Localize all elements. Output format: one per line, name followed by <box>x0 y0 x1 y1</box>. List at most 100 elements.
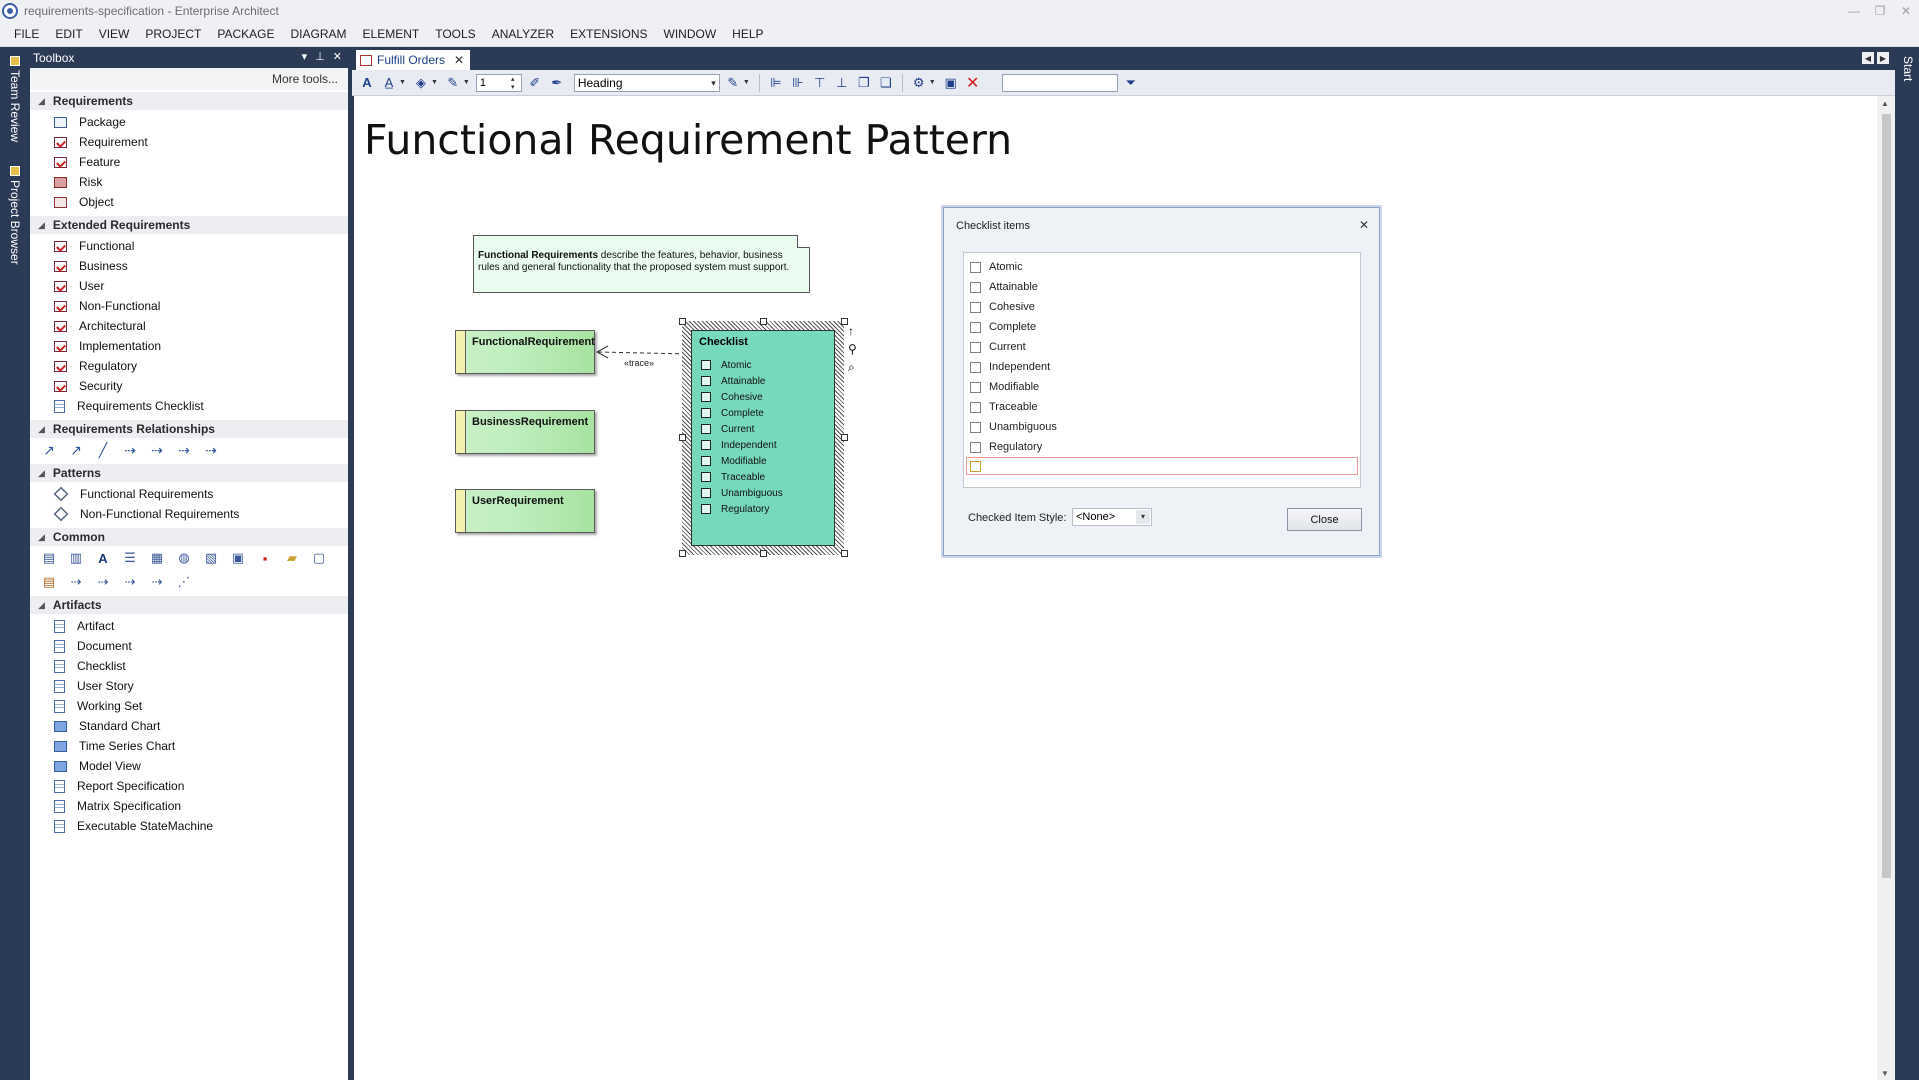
dialog-checklist-item[interactable]: Modifiable <box>964 377 1360 397</box>
section-requirements[interactable]: ◢Requirements <box>30 92 348 110</box>
menu-diagram[interactable]: DIAGRAM <box>290 27 347 41</box>
tool-standard-chart[interactable]: Standard Chart <box>30 716 348 736</box>
checklist-item[interactable]: Modifiable <box>701 453 783 469</box>
send-to-back-icon[interactable]: ❏ <box>879 74 892 90</box>
association-icon[interactable]: ╱ <box>98 441 108 458</box>
chevron-down-icon[interactable]: ▼ <box>462 79 470 86</box>
resize-handle[interactable] <box>841 434 848 441</box>
resize-handle[interactable] <box>841 318 848 325</box>
checklist-item[interactable]: Unambiguous <box>701 485 783 501</box>
filter-icon[interactable]: ⏷ <box>1125 74 1136 90</box>
tool-matrix-specification[interactable]: Matrix Specification <box>30 796 348 816</box>
realization-icon[interactable]: ↗ <box>70 441 82 458</box>
menu-tools[interactable]: TOOLS <box>435 27 476 41</box>
menu-window[interactable]: WINDOW <box>663 27 717 41</box>
tool-functional[interactable]: Functional <box>30 236 348 256</box>
bring-to-front-icon[interactable]: ❐ <box>857 74 870 90</box>
maximize-button[interactable]: ❐ <box>1874 4 1886 18</box>
resize-handle[interactable] <box>760 550 767 557</box>
tool-non-functional-requirements-pattern[interactable]: Non-Functional Requirements <box>30 504 348 524</box>
menu-extensions[interactable]: EXTENSIONS <box>570 27 648 41</box>
dialog-checklist-item[interactable]: Current <box>964 337 1360 357</box>
scrollbar-thumb[interactable] <box>1882 114 1891 878</box>
checkbox[interactable] <box>970 381 981 393</box>
tool-document[interactable]: Document <box>30 636 348 656</box>
dialog-checklist-item[interactable]: Complete <box>964 317 1360 337</box>
tool-requirement[interactable]: Requirement <box>30 132 348 152</box>
tool-requirements-checklist[interactable]: Requirements Checklist <box>30 396 348 416</box>
scroll-tabs-right-icon[interactable]: ▶ <box>1877 52 1889 64</box>
menu-view[interactable]: VIEW <box>98 27 130 41</box>
tool-implementation[interactable]: Implementation <box>30 336 348 356</box>
tab-fulfill-orders[interactable]: Fulfill Orders ✕ <box>356 50 470 70</box>
tool-regulatory[interactable]: Regulatory <box>30 356 348 376</box>
checkbox[interactable] <box>970 441 981 453</box>
checklist-item[interactable]: Atomic <box>701 357 783 373</box>
scroll-tabs-left-icon[interactable]: ◀ <box>1862 52 1874 64</box>
checkbox[interactable] <box>970 460 981 472</box>
checklist-element[interactable]: Checklist Atomic Attainable Cohesive Com… <box>691 330 835 546</box>
refine-icon[interactable]: ⇢ <box>178 441 190 458</box>
dialog-checklist-item[interactable]: Independent <box>964 357 1360 377</box>
image-icon[interactable]: ▣ <box>231 550 245 565</box>
tool-user[interactable]: User <box>30 276 348 296</box>
apply-style-icon[interactable]: ✐ <box>529 74 541 90</box>
toolbox-close-icon[interactable]: ✕ <box>332 51 342 63</box>
tool-working-set[interactable]: Working Set <box>30 696 348 716</box>
checklist-item[interactable]: Cohesive <box>701 389 783 405</box>
filter-search-input[interactable] <box>1001 73 1118 92</box>
tool-security[interactable]: Security <box>30 376 348 396</box>
minimize-button[interactable]: — <box>1848 4 1860 18</box>
dialog-close-icon[interactable]: ✕ <box>1358 218 1369 232</box>
tool-non-functional[interactable]: Non-Functional <box>30 296 348 316</box>
note-link-icon[interactable]: ⋰ <box>177 574 191 589</box>
trace-icon[interactable]: ⇢ <box>151 441 163 458</box>
style-select[interactable]: Heading <box>573 73 720 92</box>
menu-package[interactable]: PACKAGE <box>217 27 275 41</box>
menu-project[interactable]: PROJECT <box>145 27 202 41</box>
tool-package[interactable]: Package <box>30 112 348 132</box>
document-icon[interactable]: ▥ <box>69 550 83 565</box>
chevron-down-icon[interactable]: ▼ <box>928 79 936 86</box>
trace-connector[interactable] <box>354 96 954 396</box>
tool-user-story[interactable]: User Story <box>30 676 348 696</box>
project-browser-tab[interactable]: Project Browser <box>8 166 22 265</box>
dialog-checklist-item[interactable]: Regulatory <box>964 437 1360 457</box>
dialog-checklist-item[interactable]: Atomic <box>964 257 1360 277</box>
tool-object[interactable]: Object <box>30 192 348 212</box>
refine-link-icon[interactable]: ⇢ <box>151 574 163 589</box>
vertical-scrollbar[interactable]: ▲ ▼ <box>1877 96 1895 1080</box>
checkbox[interactable] <box>970 361 981 373</box>
checkbox[interactable] <box>970 341 981 353</box>
legend-icon[interactable]: ▧ <box>204 550 218 565</box>
section-requirements-relationships[interactable]: ◢Requirements Relationships <box>30 420 348 438</box>
section-common[interactable]: ◢Common <box>30 528 348 546</box>
scroll-up-icon[interactable]: ▲ <box>1881 99 1889 108</box>
delete-icon[interactable]: ✕ <box>965 74 980 92</box>
hyperlink-icon[interactable]: ◍ <box>178 550 190 565</box>
checklist-item[interactable]: Traceable <box>701 469 783 485</box>
dialog-checklist-item[interactable]: Attainable <box>964 277 1360 297</box>
aggregation-icon[interactable]: ↗ <box>43 441 55 458</box>
resize-handle[interactable] <box>841 550 848 557</box>
checklist-item[interactable]: Regulatory <box>701 501 783 517</box>
text-icon[interactable]: A <box>98 550 108 566</box>
new-item-input[interactable] <box>966 457 1358 475</box>
chevron-down-icon[interactable]: ▼ <box>430 79 438 86</box>
table-icon[interactable]: ▦ <box>150 550 164 565</box>
checkbox[interactable] <box>970 281 981 293</box>
fill-color-icon[interactable]: ◈ <box>415 74 426 90</box>
resize-handle[interactable] <box>679 318 686 325</box>
menu-help[interactable]: HELP <box>732 27 764 41</box>
checklist-item[interactable]: Complete <box>701 405 783 421</box>
section-patterns[interactable]: ◢Patterns <box>30 464 348 482</box>
close-window-button[interactable]: ✕ <box>1900 4 1912 18</box>
tool-model-view[interactable]: Model View <box>30 756 348 776</box>
align-left-icon[interactable]: ⊫ <box>770 74 782 90</box>
tool-functional-requirements-pattern[interactable]: Functional Requirements <box>30 484 348 504</box>
issue-icon[interactable]: ▪ <box>262 550 268 566</box>
menu-file[interactable]: FILE <box>14 27 40 41</box>
tool-business[interactable]: Business <box>30 256 348 276</box>
toolbox-pin-icon[interactable]: ⊥ <box>315 51 325 63</box>
resize-handle[interactable] <box>679 434 686 441</box>
